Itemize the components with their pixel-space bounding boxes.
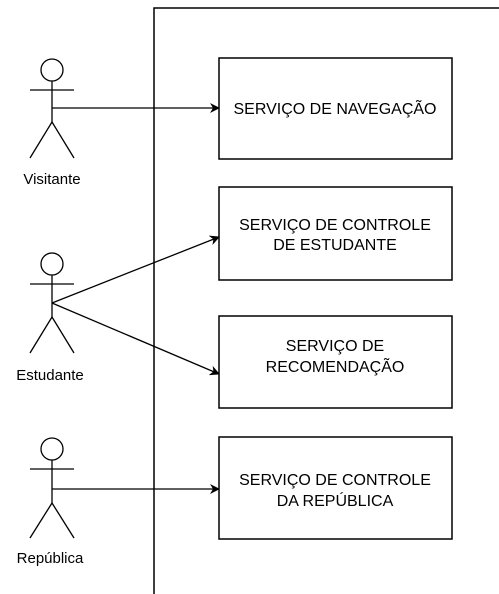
service-box [218,57,453,160]
service-label-line: SERVIÇO DE CONTROLE [239,472,431,489]
system-boundary [153,7,499,594]
actor-left-leg [29,316,53,354]
association-estudante-recomendacao [51,302,220,376]
service-label-line: SERVIÇO DE [286,338,384,355]
service-box [218,315,453,409]
actor-right-leg [51,502,75,539]
service-controle-estudante: SERVIÇO DE CONTROLE DE ESTUDANTE [218,186,453,281]
actor-right-leg [51,121,75,159]
service-recomendacao: SERVIÇO DE RECOMENDAÇÃO [218,315,453,409]
service-label-line: SERVIÇO DE CONTROLE [239,217,431,234]
service-box [218,186,453,281]
actor-head [40,252,64,276]
service-navegacao: SERVIÇO DE NAVEGAÇÃO [218,57,453,160]
service-label-line: DA REPÚBLICA [277,491,394,510]
actor-head [40,437,64,461]
service-label-line: SERVIÇO DE NAVEGAÇÃO [233,98,436,118]
association-estudante-controle-estudante [51,235,220,304]
service-label-line: DE ESTUDANTE [273,237,397,254]
actor-head [40,58,64,82]
actor-label-visitante: Visitante [23,171,80,188]
actor-visitante: Visitante [23,58,81,188]
service-controle-republica: SERVIÇO DE CONTROLE DA REPÚBLICA [218,436,453,540]
actor-label-estudante: Estudante [16,367,84,384]
actor-left-leg [29,121,53,159]
association-lines [51,103,220,494]
actor-label-republica: República [17,550,84,567]
actor-estudante: Estudante [16,252,84,384]
actor-left-leg [29,502,53,539]
actor-right-leg [51,316,75,354]
actor-republica: República [17,437,84,567]
service-label-line: RECOMENDAÇÃO [266,356,405,376]
service-box [218,436,453,540]
